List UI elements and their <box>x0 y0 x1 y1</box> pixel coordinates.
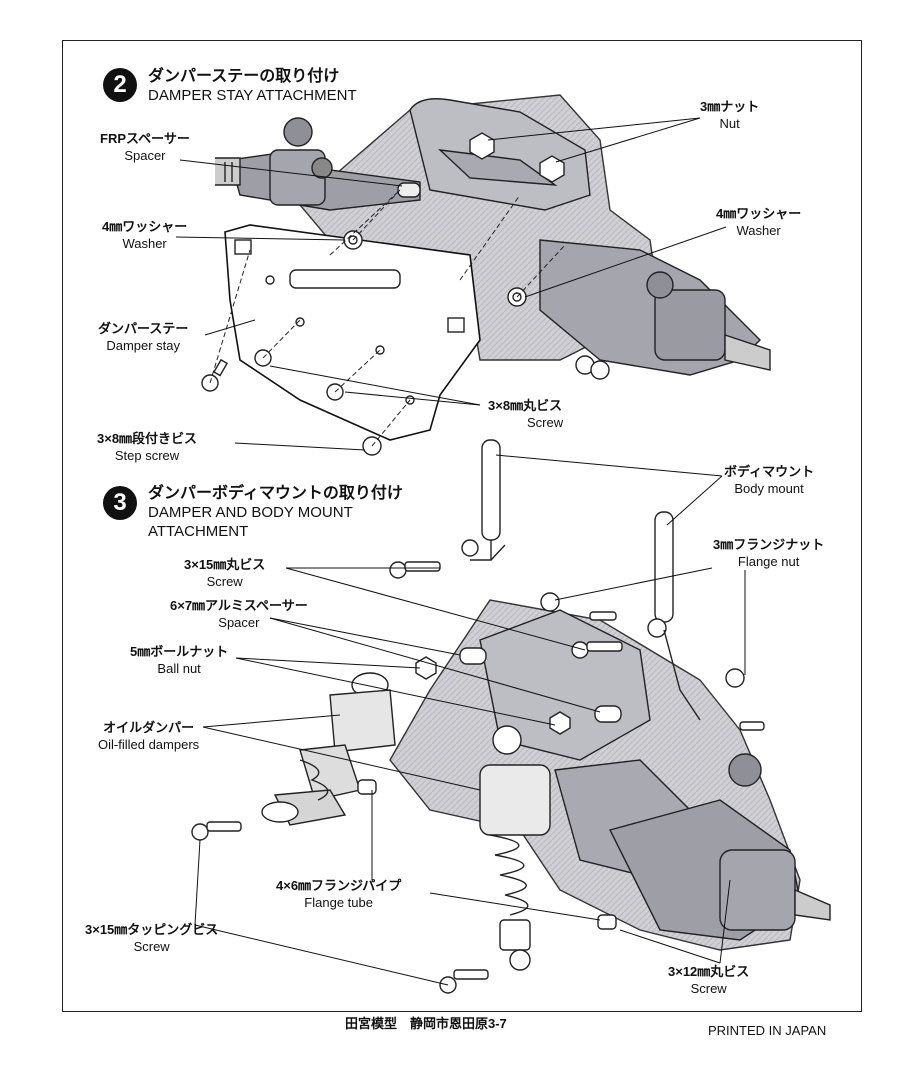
label-tapping-screw: 3×15㎜タッピングビス Screw <box>85 922 219 954</box>
label-screw-3x12: 3×12㎜丸ビス Screw <box>668 964 750 996</box>
step2-title: ダンパーステーの取り付け DAMPER STAY ATTACHMENT <box>148 67 357 105</box>
step-number-2: 2 <box>103 68 137 102</box>
label-flange-nut: 3㎜フランジナット Flange nut <box>713 537 825 569</box>
label-alu-spacer: 6×7㎜アルミスペーサー Spacer <box>170 598 308 630</box>
label-screw-3x15: 3×15㎜丸ビス Screw <box>184 557 266 589</box>
step3-chassis-drawing <box>191 439 831 994</box>
label-damper-stay: ダンパーステー Damper stay <box>98 321 189 353</box>
maker-address: 田宮模型 静岡市恩田原3-7 <box>345 1016 507 1031</box>
printed-in-japan: PRINTED IN JAPAN <box>708 1023 827 1038</box>
label-nut: 3㎜ナット Nut <box>700 99 760 131</box>
step3-title: ダンパーボディマウントの取り付け DAMPER AND BODY MOUNT A… <box>148 484 403 541</box>
step3-title-en-line1: DAMPER AND BODY MOUNT <box>148 504 353 521</box>
instruction-page-border <box>62 40 862 1012</box>
label-step-screw: 3×8㎜段付きビス Step screw <box>97 431 198 463</box>
label-body-mount: ボディマウント Body mount <box>724 464 815 496</box>
label-oil-damper: オイルダンパー Oil-filled dampers <box>98 720 200 752</box>
label-screw-3x8: 3×8㎜丸ビス Screw <box>488 398 564 430</box>
step2-title-jp: ダンパーステーの取り付け <box>148 68 340 85</box>
step2-chassis-drawing <box>201 94 771 456</box>
step3-title-en-line2: ATTACHMENT <box>148 523 249 540</box>
step-number-3: 3 <box>103 486 137 520</box>
step2-title-en: DAMPER STAY ATTACHMENT <box>148 87 357 104</box>
label-washer-right: 4㎜ワッシャー Washer <box>716 206 802 238</box>
label-frp-spacer: FRPスペーサー Spacer <box>100 131 190 163</box>
label-flange-tube: 4×6㎜フランジパイプ Flange tube <box>276 878 402 910</box>
step3-leader-lines <box>194 454 746 986</box>
step3-title-jp: ダンパーボディマウントの取り付け <box>148 485 403 502</box>
label-ball-nut: 5㎜ボールナット Ball nut <box>130 644 229 676</box>
label-washer-left: 4㎜ワッシャー Washer <box>102 219 188 251</box>
step2-leader-lines <box>175 117 727 451</box>
